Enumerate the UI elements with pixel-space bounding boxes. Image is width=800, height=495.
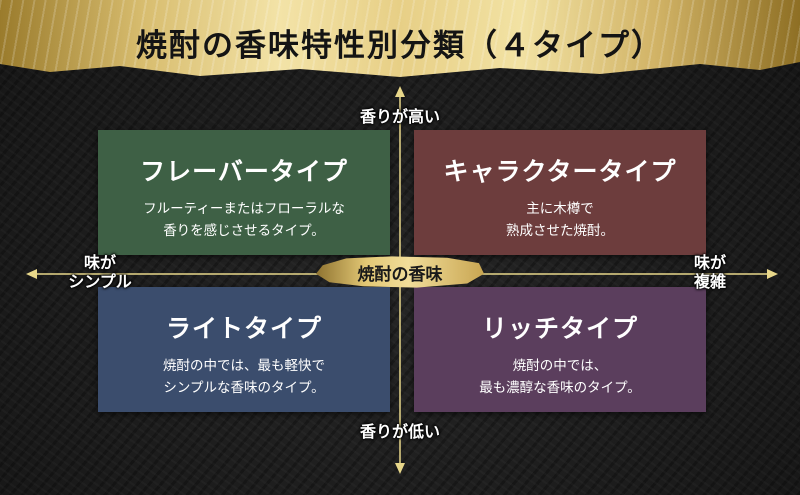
quadrant-description-line: フルーティーまたはフローラルな	[143, 201, 345, 217]
axis-label-right-line: 複雑	[693, 272, 726, 291]
quadrant-flavor-type: フレーバータイプ フルーティーまたはフローラルな 香りを感じさせるタイプ。	[98, 130, 390, 255]
axis-label-left-line: シンプル	[68, 272, 132, 291]
axis-label-right: 味が 複雑	[670, 253, 750, 291]
quadrant-description: 主に木樽で 熟成させた焼酎。	[414, 198, 706, 242]
quadrant-description-line: シンプルな香味のタイプ。	[163, 380, 325, 396]
quadrant-description: 焼酎の中では、 最も濃醇な香味のタイプ。	[414, 355, 706, 399]
axis-label-bottom: 香りが低い	[359, 422, 440, 441]
arrow-up-icon	[395, 86, 405, 97]
axis-label-left-line: 味が	[83, 253, 116, 272]
quadrant-description-line: 香りを感じさせるタイプ。	[163, 223, 325, 239]
quadrant-rich-type: リッチタイプ 焼酎の中では、 最も濃醇な香味のタイプ。	[414, 287, 706, 412]
center-label: 焼酎の香味	[357, 265, 443, 285]
brush-stroke-decoration	[316, 256, 484, 288]
arrow-down-icon	[395, 463, 405, 474]
axis-label-right-line: 味が	[693, 253, 726, 272]
quadrant-description-line: 熟成させた焼酎。	[506, 223, 614, 239]
quadrant-title: キャラクタータイプ	[443, 157, 677, 186]
quadrant-description-line: 焼酎の中では、	[512, 358, 608, 374]
quadrant-character-type: キャラクタータイプ 主に木樽で 熟成させた焼酎。	[414, 130, 706, 255]
arrow-right-icon	[767, 269, 778, 279]
axis-label-left: 味が シンプル	[40, 253, 160, 291]
quadrant-description-line: 最も濃醇な香味のタイプ。	[479, 380, 641, 396]
quadrant-title: リッチタイプ	[481, 314, 638, 343]
quadrant-description: 焼酎の中では、最も軽快で シンプルな香味のタイプ。	[98, 355, 390, 399]
quadrant-title: ライトタイプ	[165, 314, 322, 343]
arrow-left-icon	[26, 269, 37, 279]
axis-label-top: 香りが高い	[359, 107, 440, 126]
quadrant-title: フレーバータイプ	[140, 157, 348, 186]
quadrant-description-line: 焼酎の中では、最も軽快で	[163, 358, 325, 374]
quadrant-light-type: ライトタイプ 焼酎の中では、最も軽快で シンプルな香味のタイプ。	[98, 287, 390, 412]
page-title: 焼酎の香味特性別分類（４タイプ）	[136, 28, 664, 64]
title-banner	[0, 0, 800, 77]
quadrant-description: フルーティーまたはフローラルな 香りを感じさせるタイプ。	[98, 198, 390, 242]
quadrant-description-line: 主に木樽で	[526, 201, 594, 217]
